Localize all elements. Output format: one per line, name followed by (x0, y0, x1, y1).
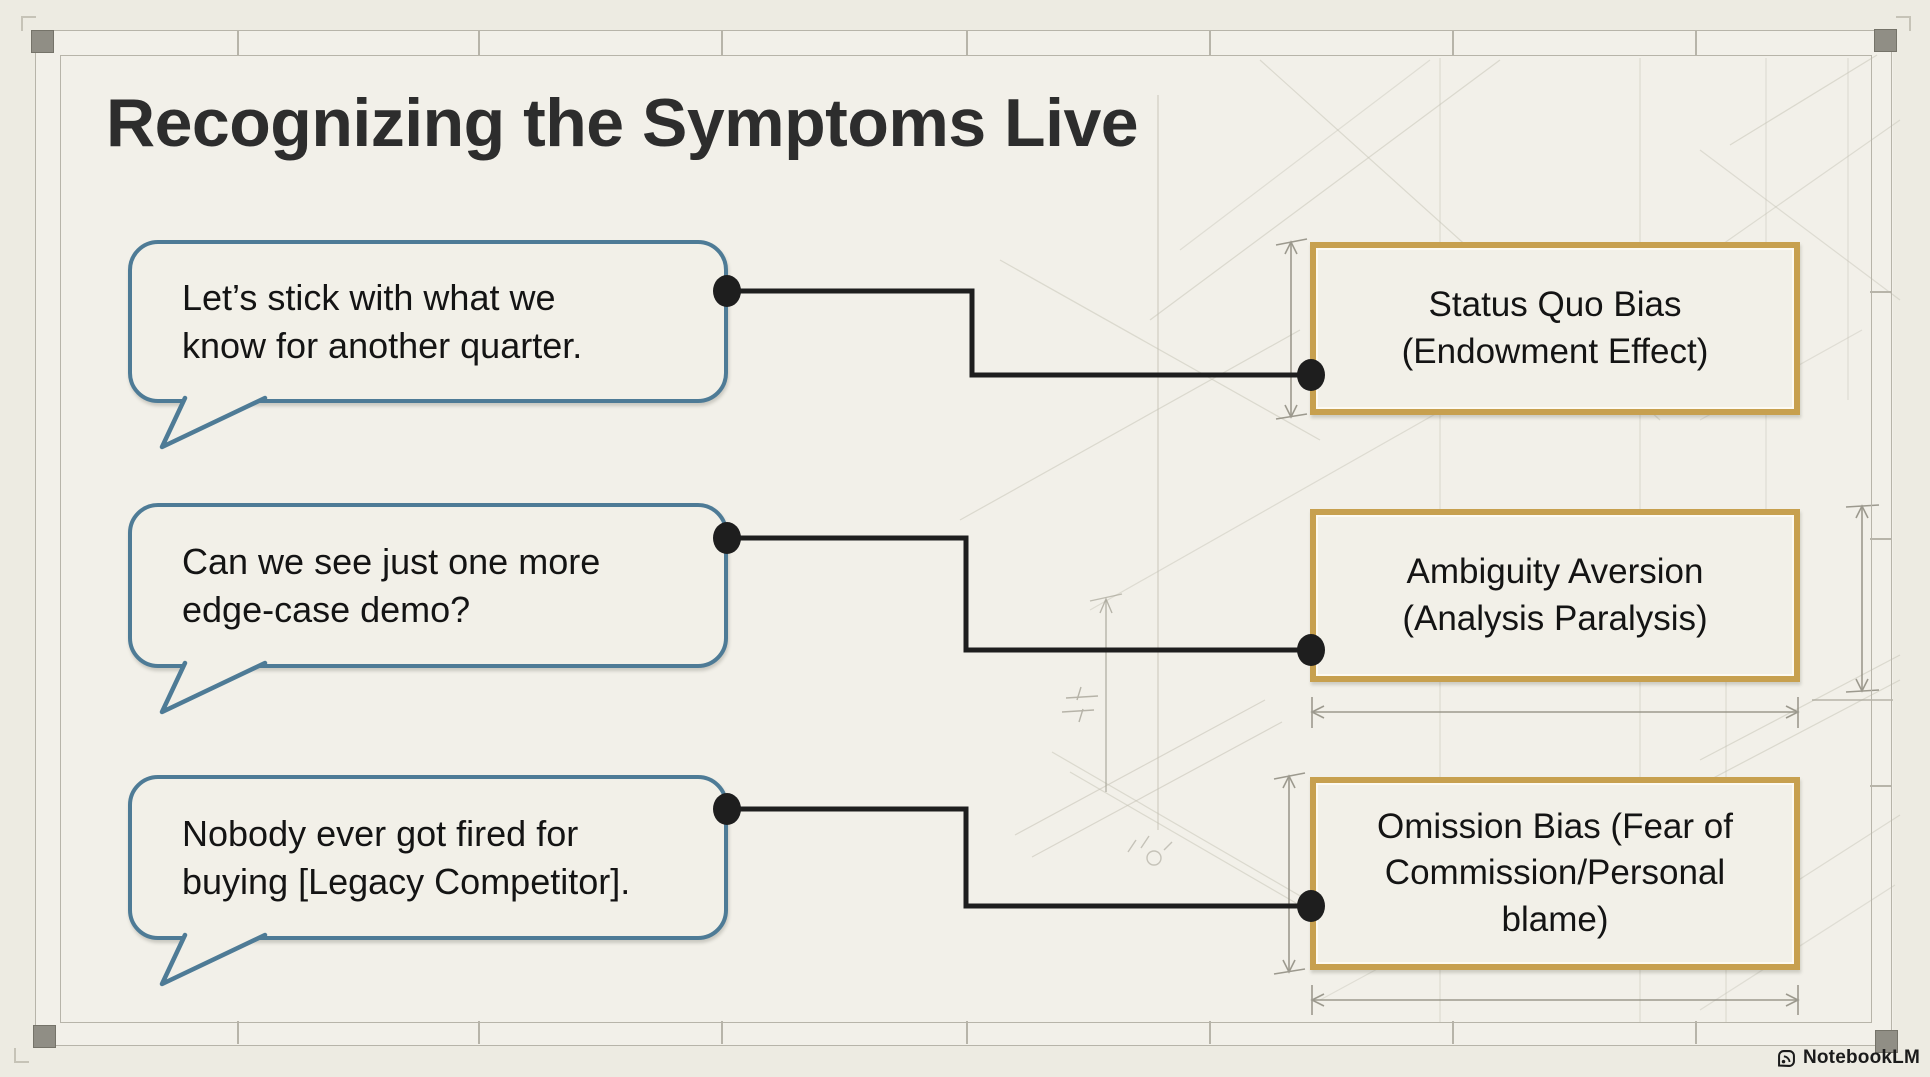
frame-tick (478, 1021, 480, 1044)
bias-box-text: Ambiguity Aversion (Analysis Paralysis) (1402, 551, 1708, 638)
bias-box-ambiguity[interactable]: Ambiguity Aversion (Analysis Paralysis) (1310, 509, 1800, 682)
frame-outer-rect (35, 30, 1892, 1046)
bias-box-status-quo[interactable]: Status Quo Bias (Endowment Effect) (1310, 242, 1800, 415)
frame-tick (721, 1021, 723, 1044)
bias-box-omission[interactable]: Omission Bias (Fear of Commission/Person… (1310, 777, 1800, 970)
frame-tick (721, 30, 723, 55)
corner-bracket-top-right (1896, 16, 1911, 31)
speech-bubble-legacy[interactable]: Nobody ever got fired for buying [Legacy… (128, 775, 728, 940)
notebooklm-logo-icon (1776, 1048, 1797, 1069)
frame-tick (1870, 291, 1891, 293)
frame-tick (237, 1021, 239, 1044)
selection-handle-top-right[interactable] (1874, 29, 1897, 52)
page-title: Recognizing the Symptoms Live (106, 85, 1139, 161)
speech-bubble-edge-case[interactable]: Can we see just one more edge-case demo? (128, 503, 728, 668)
frame-tick (1870, 785, 1891, 787)
bias-box-text: Omission Bias (Fear of Commission/Person… (1377, 806, 1733, 939)
speech-bubble-text: Nobody ever got fired for buying [Legacy… (182, 812, 631, 902)
selection-handle-bottom-left[interactable] (33, 1025, 56, 1048)
brand-badge: NotebookLM (1776, 1047, 1920, 1069)
frame-tick (1870, 538, 1891, 540)
selection-handle-bottom-right[interactable] (1875, 1030, 1898, 1053)
frame-tick (237, 30, 239, 55)
frame-tick (478, 30, 480, 55)
frame-tick (1695, 30, 1697, 55)
speech-bubble-text: Let’s stick with what we know for anothe… (182, 276, 583, 366)
bias-box-text: Status Quo Bias (Endowment Effect) (1401, 284, 1709, 371)
speech-bubble-text: Can we see just one more edge-case demo? (182, 540, 601, 630)
frame-tick (966, 1021, 968, 1044)
frame-tick (1452, 30, 1454, 55)
corner-bracket-top-left (21, 16, 36, 31)
speech-bubble-status-quo[interactable]: Let’s stick with what we know for anothe… (128, 240, 728, 403)
selection-handle-top-left[interactable] (31, 30, 54, 53)
frame-tick (966, 30, 968, 55)
frame-tick (1209, 30, 1211, 55)
frame-tick (1452, 1021, 1454, 1044)
frame-tick (1209, 1021, 1211, 1044)
frame-tick (1695, 1021, 1697, 1044)
corner-bracket-bottom-left (14, 1048, 29, 1063)
brand-name: NotebookLM (1802, 1047, 1920, 1068)
